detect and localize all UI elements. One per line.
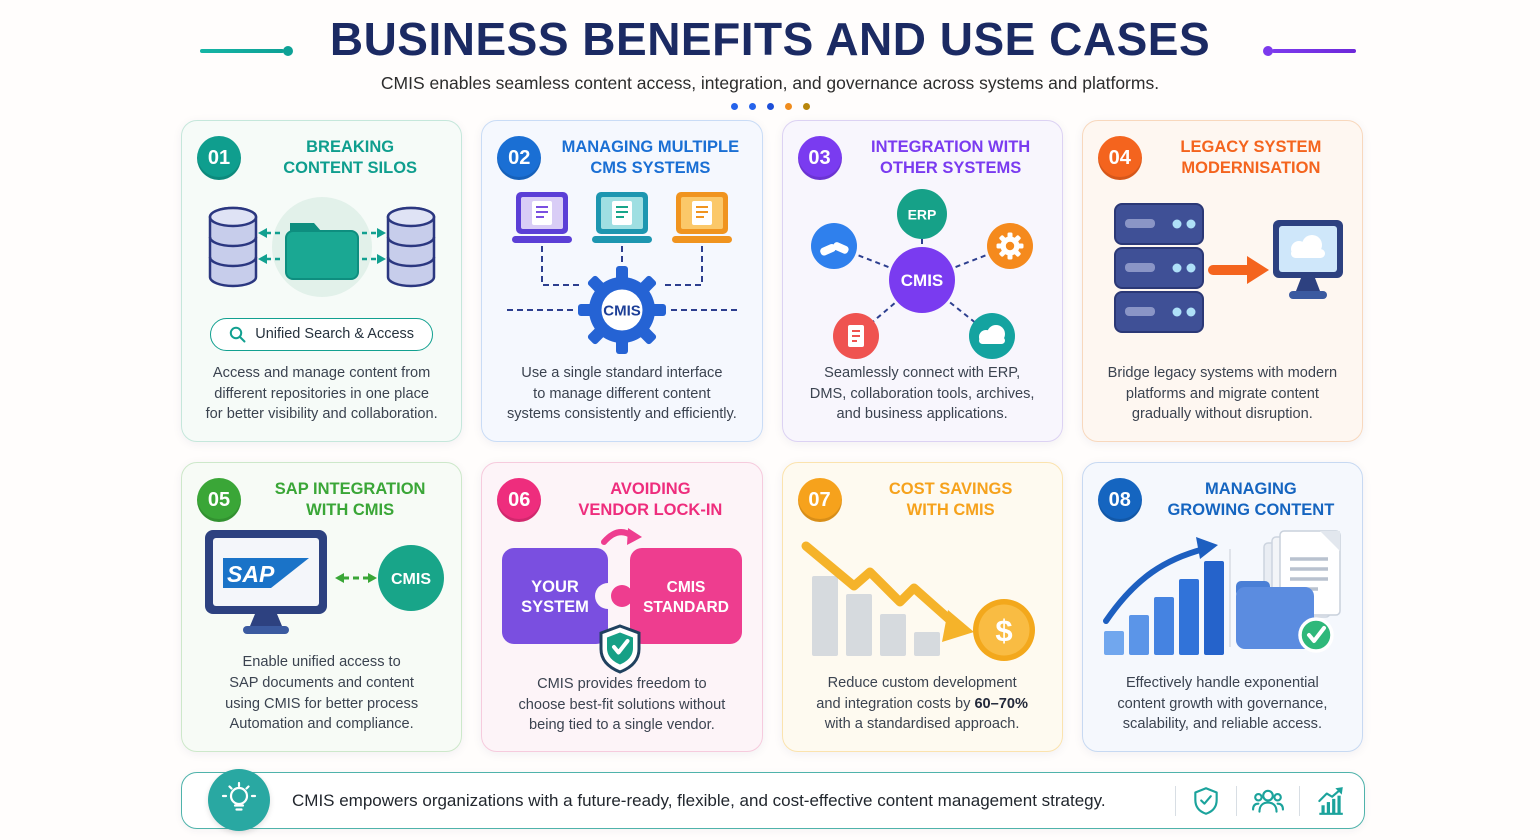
- card-breaking-content-silos: 01 BREAKING CONTENT SILOS: [181, 120, 463, 442]
- svg-text:SYSTEM: SYSTEM: [521, 598, 589, 616]
- laptop-icon: [591, 192, 652, 244]
- laptop-icon: [511, 192, 572, 244]
- check-badge-icon: [1298, 617, 1335, 654]
- card-title: MANAGING MULTIPLE CMS SYSTEMS: [561, 138, 740, 177]
- card-description: Seamlessly connect with ERP, DMS, collab…: [809, 364, 1035, 423]
- shield-check-icon: [599, 624, 641, 674]
- card-title: COST SAVINGS WITH CMIS: [888, 480, 1013, 519]
- unified-search-pill: Unified Search & Access: [210, 317, 434, 351]
- growth-bars-icon: [1103, 537, 1225, 656]
- cms-systems-illustration: CMIS: [482, 180, 761, 363]
- card-number-badge: 02: [497, 136, 542, 180]
- card-managing-growing-content: 08 MANAGING GROWING CONTENT: [1081, 462, 1363, 752]
- database-icon: [386, 206, 435, 288]
- handshake-icon: [811, 223, 858, 270]
- curved-arrow-icon: [600, 528, 642, 545]
- card-description: CMIS provides freedom to choose best-fit…: [518, 676, 726, 734]
- cloud-monitor-icon: [1273, 220, 1344, 300]
- sap-cmis-illustration: SAP CMIS: [182, 522, 461, 652]
- repositories-folder-icon: [208, 196, 435, 297]
- growth-illustration: [1083, 522, 1362, 673]
- header: BUSINESS BENEFITS AND USE CASES CMIS ena…: [0, 0, 1540, 110]
- svg-text:ERP: ERP: [908, 207, 937, 223]
- benefits-grid: 01 BREAKING CONTENT SILOS: [181, 120, 1363, 752]
- server-stack-icon: [1114, 203, 1205, 334]
- folder-documents-icon: [1236, 530, 1342, 654]
- growth-chart-icon: [1318, 786, 1343, 815]
- team-icon: [1252, 789, 1284, 813]
- gear-label: CMIS: [603, 303, 641, 320]
- decorative-dots: [0, 102, 1540, 110]
- footer-icons: [1161, 785, 1364, 817]
- card-title: INTEGRATION WITH OTHER SYSTEMS: [871, 138, 1031, 177]
- card-number-badge: 03: [797, 136, 842, 180]
- card-managing-multiple-cms: 02 MANAGING MULTIPLE CMS SYSTEMS: [481, 120, 763, 442]
- card-title: AVOIDING VENDOR LOCK-IN: [578, 480, 723, 519]
- card-title: SAP INTEGRATION WITH CMIS: [274, 480, 426, 519]
- svg-text:CMIS: CMIS: [667, 579, 706, 596]
- search-pill-label: Unified Search & Access: [255, 326, 415, 343]
- connector-lines: [506, 246, 737, 312]
- card-description: Enable unified access to SAP documents a…: [225, 654, 419, 733]
- svg-text:CMIS: CMIS: [901, 271, 944, 290]
- puzzle-illustration: YOUR SYSTEM CMIS STANDARD: [482, 522, 761, 674]
- cost-decline-illustration: $: [783, 522, 1062, 673]
- bidirectional-arrow-icon: [334, 573, 377, 584]
- card-description: Reduce custom development and integratio…: [816, 674, 1028, 733]
- downtrend-arrow-icon: [801, 541, 975, 643]
- card-title: MANAGING GROWING CONTENT: [1167, 480, 1335, 519]
- footer-message: CMIS empowers organizations with a futur…: [292, 790, 1106, 810]
- svg-text:YOUR: YOUR: [531, 578, 579, 596]
- sap-monitor-icon: SAP: [204, 530, 327, 635]
- puzzle-piece-your-system: YOUR SYSTEM: [501, 548, 621, 644]
- footer-banner: CMIS empowers organizations with a futur…: [181, 769, 1365, 831]
- card-legacy-modernisation: 04 LEGACY SYSTEM MODERNISATION: [1081, 120, 1363, 442]
- card-number-badge: 05: [197, 478, 241, 522]
- svg-text:$: $: [996, 613, 1013, 648]
- lightbulb-icon: [208, 769, 270, 831]
- card-title: LEGACY SYSTEM MODERNISATION: [1180, 138, 1322, 177]
- cmis-gear-icon: CMIS: [577, 266, 666, 355]
- erp-node: ERP: [897, 189, 948, 240]
- declining-bars: [812, 576, 941, 657]
- card-number-badge: 04: [1097, 136, 1142, 180]
- cmis-hub-node: CMIS: [889, 247, 956, 314]
- page-subtitle: CMIS enables seamless content access, in…: [380, 72, 1160, 93]
- card-sap-integration: 05 SAP INTEGRATION WITH CMIS SAP: [181, 462, 463, 752]
- card-description: Access and manage content from different…: [205, 364, 438, 423]
- cmis-circle-node: CMIS: [377, 545, 444, 612]
- sap-logo-label: SAP: [227, 561, 275, 587]
- card-avoiding-vendor-lockin: 06 AVOIDING VENDOR LOCK-IN YOUR SYSTEM: [481, 462, 763, 752]
- card-integration-other-systems: 03 INTEGRATION WITH OTHER SYSTEMS ERP: [781, 120, 1063, 442]
- cloud-icon: [969, 313, 1016, 360]
- shield-check-icon: [1194, 786, 1218, 815]
- card-description: Bridge legacy systems with modern platfo…: [1107, 364, 1338, 423]
- header-accent-left: [200, 46, 293, 56]
- folder-icon: [284, 222, 359, 280]
- dollar-coin-icon: $: [973, 599, 1036, 662]
- laptop-icon: [671, 192, 732, 244]
- card-description: Use a single standard interface to manag…: [506, 364, 737, 423]
- database-icon: [208, 206, 257, 288]
- svg-text:CMIS: CMIS: [391, 571, 431, 588]
- svg-text:STANDARD: STANDARD: [643, 599, 729, 616]
- card-cost-savings: 07 COST SAVINGS WITH CMIS: [781, 462, 1063, 752]
- document-icon: [833, 313, 880, 360]
- puzzle-piece-cmis-standard: CMIS STANDARD: [610, 548, 742, 644]
- header-accent-right: [1263, 46, 1356, 56]
- card-number-badge: 06: [497, 478, 542, 522]
- card-number-badge: 07: [797, 478, 842, 522]
- card-number-badge: 08: [1097, 478, 1142, 522]
- card-title: BREAKING CONTENT SILOS: [283, 138, 418, 177]
- page-title: BUSINESS BENEFITS AND USE CASES: [329, 13, 1211, 65]
- sync-arrows: [265, 231, 378, 261]
- integration-hub-illustration: ERP: [783, 180, 1062, 363]
- gear-icon: [987, 223, 1034, 270]
- legacy-migration-illustration: [1083, 180, 1362, 363]
- card-description: Effectively handle exponential content g…: [1117, 674, 1328, 733]
- card-number-badge: 01: [197, 136, 241, 180]
- search-icon: [230, 326, 246, 343]
- silos-illustration: [182, 180, 461, 316]
- migration-arrow-icon: [1208, 256, 1270, 285]
